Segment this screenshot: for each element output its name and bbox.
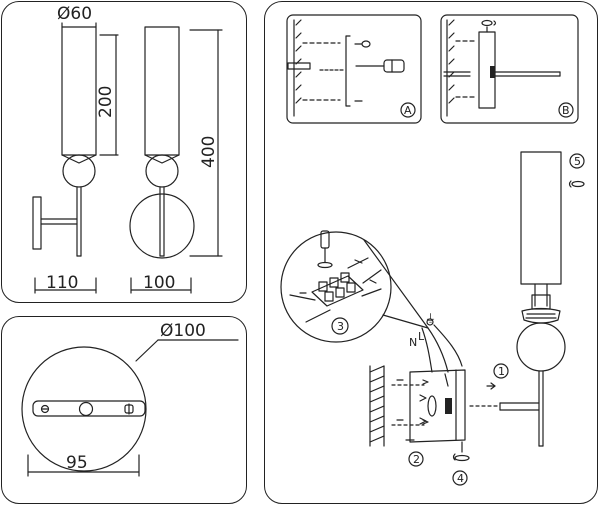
total-height-label: 400 [199, 136, 219, 168]
neutral-wire-label: N [409, 336, 417, 349]
shade-height-dimension [99, 34, 119, 156]
step-4-label: 4 [457, 472, 464, 485]
projection-label: 110 [46, 273, 78, 293]
step-2-label: 2 [413, 453, 420, 466]
plate-diameter-leader [135, 339, 239, 362]
step-3-label: 3 [337, 320, 344, 333]
plate-width-label: 95 [66, 453, 88, 473]
step-b-box [440, 14, 579, 124]
step-a-label: A [404, 104, 412, 117]
plate-diameter-label: Ø100 [160, 321, 206, 341]
installation-panel [264, 1, 598, 504]
front-view-lamp [129, 26, 195, 259]
terminal-block-detail [280, 230, 429, 343]
ground-symbol: ⏚ [425, 312, 436, 325]
total-height-dimension [189, 29, 223, 257]
plate-width-dimension [27, 454, 140, 477]
step-5-label: 5 [574, 155, 581, 168]
wall-section [369, 365, 385, 447]
shade-height-label: 200 [96, 86, 116, 118]
step-1-label: 1 [498, 365, 505, 378]
line-wire-label: L [418, 330, 425, 343]
shade-diameter-dimension [61, 22, 97, 28]
lamp-shade-assembly [469, 151, 585, 447]
step-markers [405, 363, 509, 486]
base-width-label: 100 [143, 273, 175, 293]
base-width-dimension [130, 277, 192, 294]
projection-dimension [34, 277, 97, 294]
mounting-bracket [391, 369, 466, 443]
shade-diameter-label: Ø60 [57, 4, 92, 24]
wires [421, 318, 463, 387]
step-b-label: B [562, 104, 570, 117]
step-a-box [286, 14, 422, 124]
side-view-lamp [32, 26, 97, 257]
mounting-plate [21, 346, 147, 472]
dimensions-panel [1, 1, 247, 303]
